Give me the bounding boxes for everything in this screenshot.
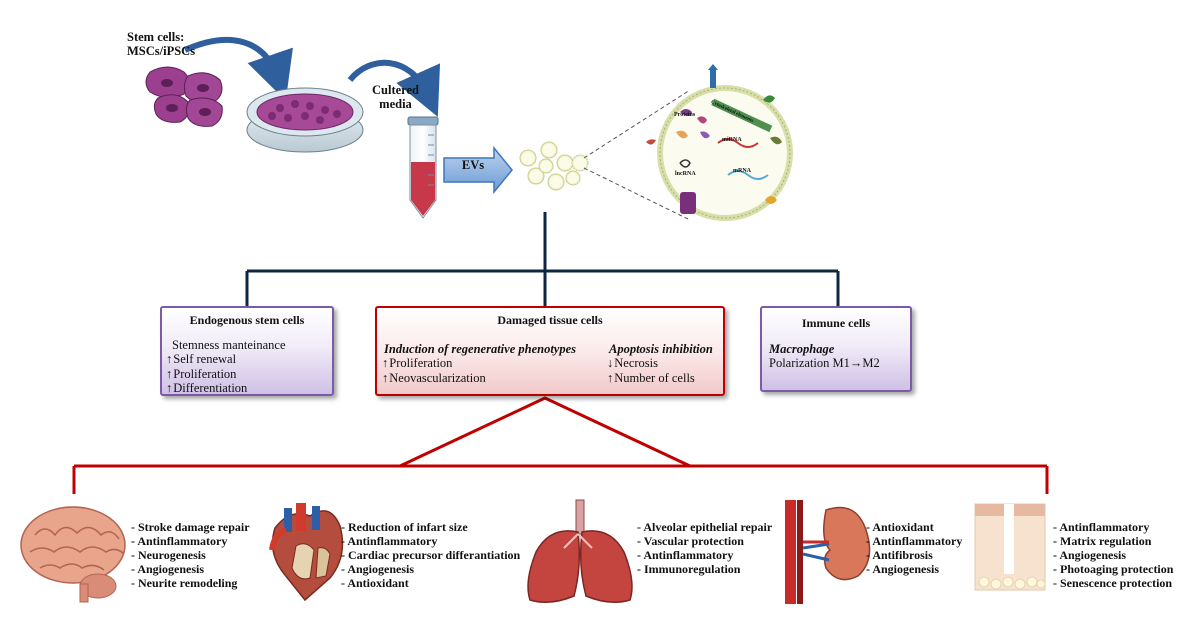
brain-effect: Neurogenesis [131, 548, 250, 562]
skin-illustration [974, 503, 1046, 591]
mirna-label: miRNA [722, 137, 742, 143]
stem-cells-label-line2: MSCs/iPSCs [127, 44, 196, 58]
stem-cells-label-line1: Stem cells: [127, 30, 185, 44]
endogenous-item: Proliferation [166, 367, 247, 382]
cultured-media-line1: Cultered [372, 83, 419, 97]
damaged-left-item: Neovascularization [382, 371, 485, 386]
immune-box-heading: Macrophage [769, 342, 835, 356]
skin-effect: Photoaging protection [1053, 562, 1173, 576]
lung-effects-list: Alveolar epithelial repair Vascular prot… [637, 520, 772, 576]
navy-connector [245, 212, 840, 306]
lung-effect: Alveolar epithelial repair [637, 520, 772, 534]
evs-label: EVs [461, 158, 485, 172]
endogenous-item: Self renewal [166, 352, 247, 367]
lung-effect: Vascular protection [637, 534, 772, 548]
zoom-line-bottom [583, 167, 691, 221]
evs-arrow [443, 145, 513, 195]
cultured-media-label: Cultered media [372, 83, 419, 111]
arrow-to-dish [183, 36, 293, 101]
endogenous-box-intro: Stemness manteinance [172, 338, 286, 352]
damaged-box-title: Damaged tissue cells [497, 313, 603, 327]
damaged-right-list: Necrosis Number of cells [607, 356, 695, 385]
endogenous-box-list: Self renewal Proliferation Differentiati… [166, 352, 247, 396]
heart-effect: Cardiac precursor differantiation [341, 548, 520, 562]
damaged-right-heading: Apoptosis inhibition [609, 342, 713, 356]
proteins-label: Proteins [674, 112, 696, 118]
brain-effects-list: Stroke damage repair Antinflammatory Neu… [131, 520, 250, 590]
immune-box-text: Polarization M1→M2 [769, 356, 880, 370]
brain-effect: Stroke damage repair [131, 520, 250, 534]
skin-effect: Matrix regulation [1053, 534, 1173, 548]
immune-cells-box: Immune cells Macrophage Polarization M1→… [760, 306, 912, 392]
mrna-label: mRNA [733, 168, 751, 174]
heart-illustration [269, 503, 344, 602]
skin-effect: Antinflammatory [1053, 520, 1173, 534]
lung-effect: Immunoregulation [637, 562, 772, 576]
damaged-tissue-cells-box: Damaged tissue cells Induction of regene… [375, 306, 725, 396]
brain-effect: Neurite remodeling [131, 576, 250, 590]
damaged-left-item: Proliferation [382, 356, 486, 371]
skin-effects-list: Antinflammatory Matrix regulation Angiog… [1053, 520, 1173, 590]
damaged-right-item: Number of cells [607, 371, 695, 386]
damaged-left-list: Proliferation Neovascularization [382, 356, 486, 386]
kidney-effect: Antifibrosis [866, 548, 962, 562]
heart-effect: Reduction of infart size [341, 520, 520, 534]
brain-effect: Antinflammatory [131, 534, 250, 548]
lung-effect: Antinflammatory [637, 548, 772, 562]
kidney-effect: Antinflammatory [866, 534, 962, 548]
stem-cells-label: Stem cells: MSCs/iPSCs [127, 30, 195, 58]
kidney-illustration [785, 500, 871, 604]
cultured-media-line2: media [379, 97, 412, 111]
skin-effect: Senescence protection [1053, 576, 1173, 590]
heart-effect: Antinflammatory [341, 534, 520, 548]
arrow-to-tube [347, 59, 441, 117]
endogenous-box-title: Endogenous stem cells [189, 313, 305, 327]
endogenous-item: Differentiation [166, 381, 247, 396]
centrifuge-tube-illustration [407, 116, 439, 219]
damaged-right-item: Necrosis [607, 356, 695, 371]
heart-effects-list: Reduction of infart size Antinflammatory… [341, 520, 520, 590]
stem-cells-illustration [145, 66, 223, 127]
extracellular-vesicle-detail [646, 64, 793, 221]
kidney-effect: Antioxidant [866, 520, 962, 534]
endogenous-stem-cells-box: Endogenous stem cells Stemness manteinan… [160, 306, 334, 396]
ev-vesicles [519, 141, 589, 191]
heart-effect: Angiogenesis [341, 562, 520, 576]
kidney-effects-list: Antioxidant Antinflammatory Antifibrosis… [866, 520, 962, 576]
damaged-left-heading: Induction of regenerative phenotypes [384, 342, 577, 356]
immune-box-title: Immune cells [801, 316, 871, 330]
heart-effect: Antioxidant [341, 576, 520, 590]
brain-illustration [20, 506, 126, 603]
skin-effect: Angiogenesis [1053, 548, 1173, 562]
lungs-illustration [527, 499, 633, 603]
kidney-effect: Angiogenesis [866, 562, 962, 576]
brain-effect: Angiogenesis [131, 562, 250, 576]
red-connector [72, 396, 1049, 494]
petri-dish-illustration [246, 87, 364, 153]
lncrna-label: lncRNA [675, 171, 696, 177]
